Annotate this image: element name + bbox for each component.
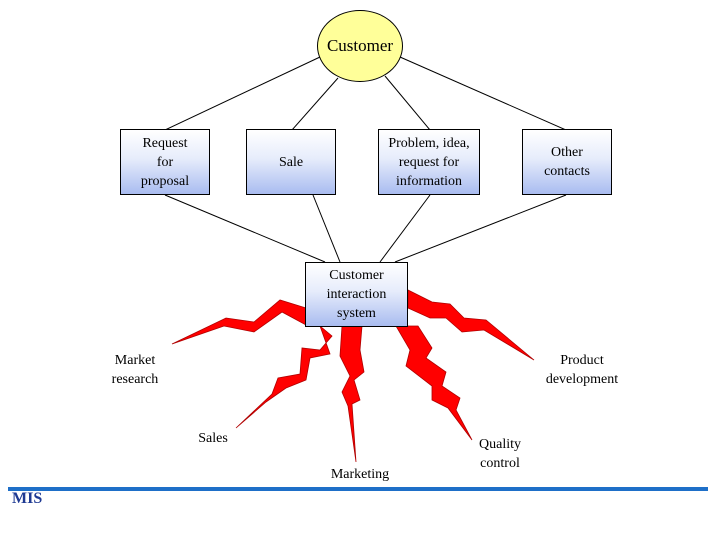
label-sales: Sales [198,431,228,446]
customer-node: Customer [317,10,403,82]
line-customer-sale [291,77,339,131]
line-other-system [394,194,567,263]
line-customer-rfp [164,56,321,131]
label-marketing: Marketing [330,467,390,482]
output-bolts [171,289,535,463]
bolt-quality-control [395,325,473,441]
box-label: Sale [278,154,304,170]
footer-divider [8,487,708,491]
line-customer-other [399,56,567,131]
line-problem-system [379,194,431,263]
bolt-sales [235,324,333,429]
label-quality-control: Quality control [479,437,521,471]
label-market-research: Market research [111,353,159,387]
line-sale-system [312,194,341,263]
connector-lines [164,56,567,263]
bolt-market-research [171,290,307,345]
box-label: Request for proposal [140,135,190,189]
box-sale: Sale [246,129,336,195]
system-label: Customer interaction system [326,268,387,321]
label-product-development: Product development [545,353,619,387]
line-customer-problem [384,75,431,131]
box-customer-interaction-system: Customer interaction system [305,262,408,327]
box-label: Problem, idea, request for information [388,135,470,189]
box-request-for-proposal: Request for proposal [120,129,210,195]
bolt-product-development [407,289,535,361]
bolt-marketing [339,325,365,463]
footer-logo: MIS [12,490,43,507]
line-rfp-system [164,194,326,263]
box-label: Other contacts [544,145,590,179]
box-problem-idea-request: Problem, idea, request for information [378,129,480,195]
box-other-contacts: Other contacts [522,129,612,195]
customer-label: Customer [326,36,394,55]
